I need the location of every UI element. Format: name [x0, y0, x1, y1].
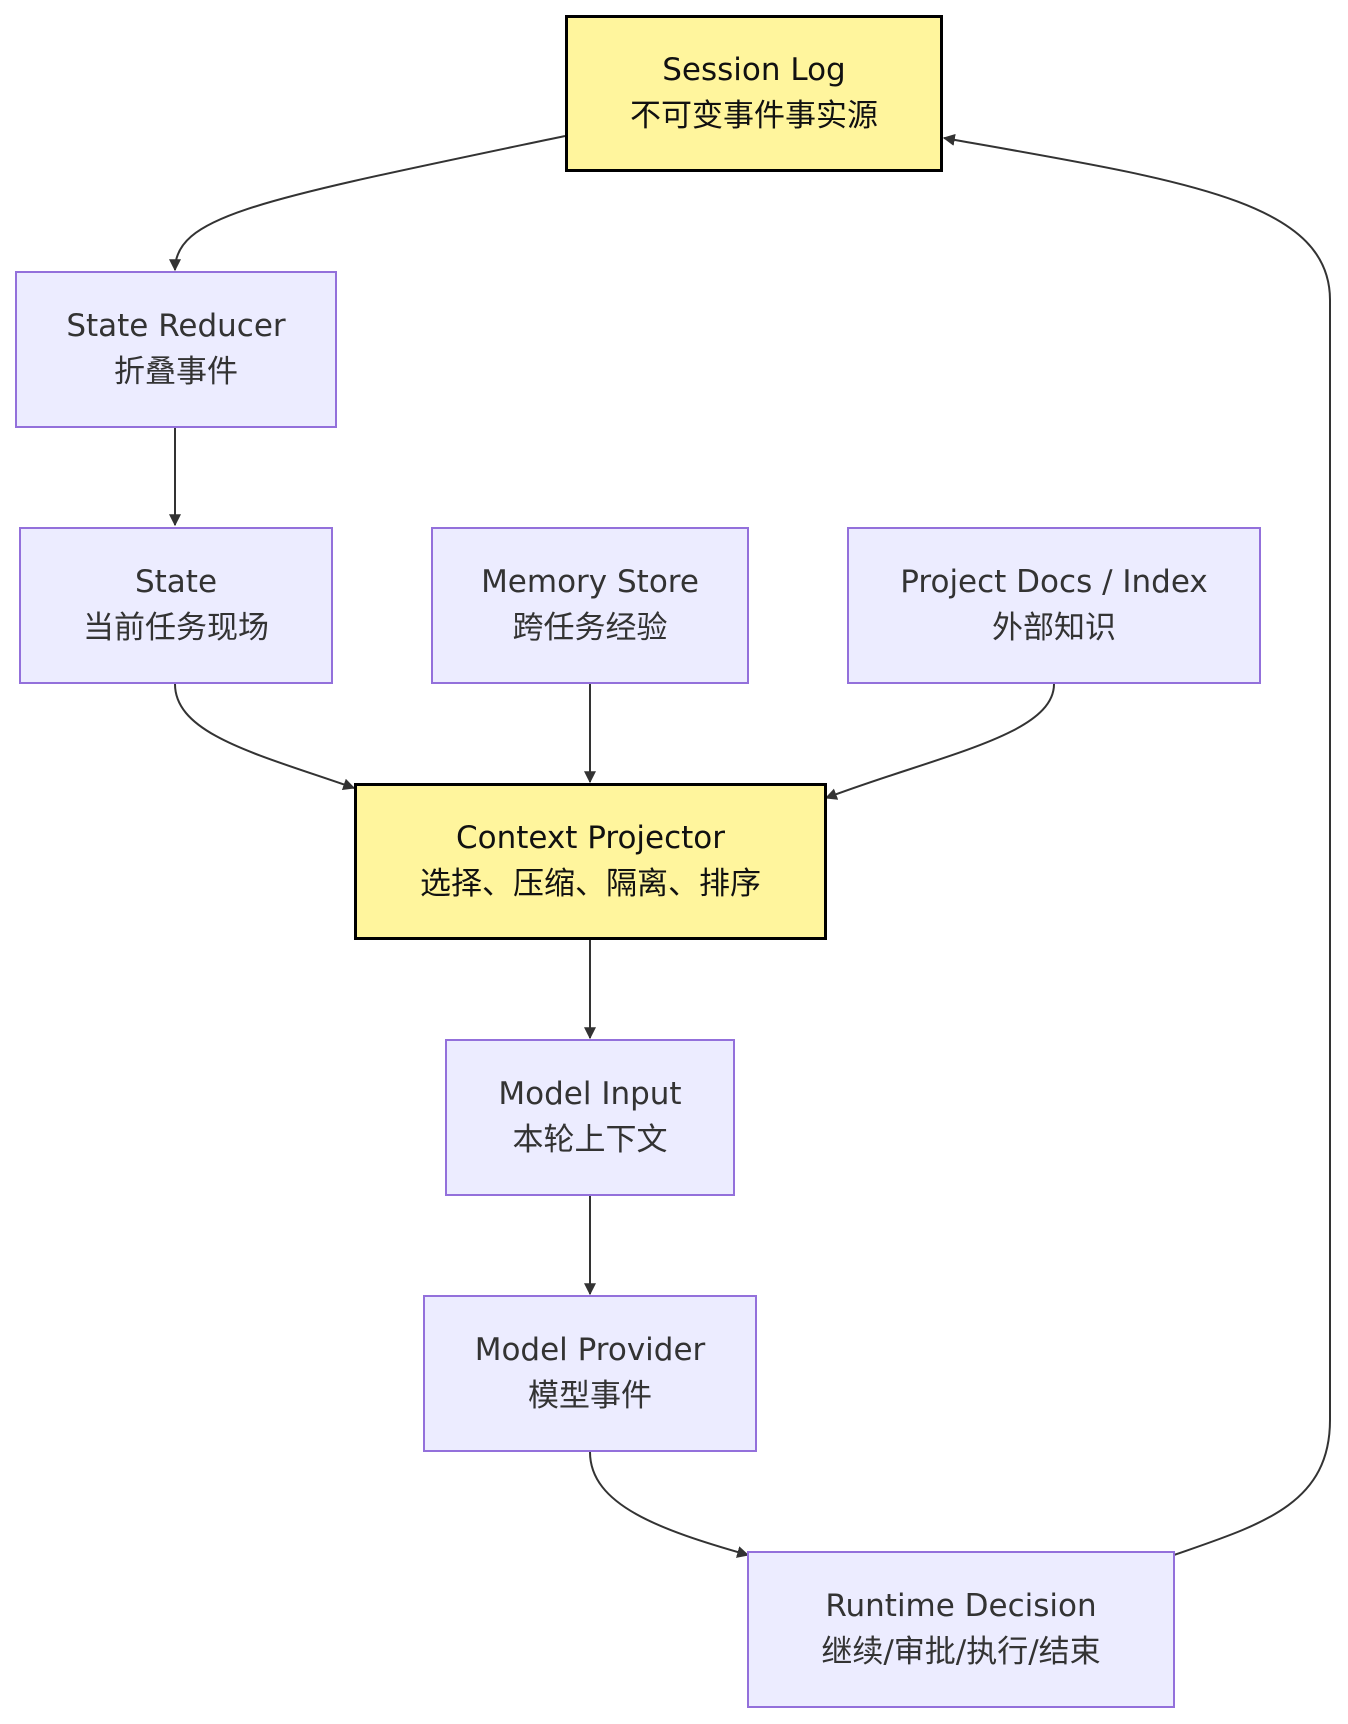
node-runtime-decision-title: Runtime Decision	[825, 1587, 1097, 1624]
node-memory-store-subtitle: 跨任务经验	[512, 609, 668, 646]
node-memory-store-title: Memory Store	[481, 563, 699, 600]
node-state-title: State	[134, 563, 218, 600]
node-context-projector-subtitle: 选择、压缩、隔离、排序	[420, 865, 761, 902]
node-context-projector: Context Projector 选择、压缩、隔离、排序	[354, 783, 827, 940]
node-model-input-subtitle: 本轮上下文	[512, 1121, 668, 1158]
node-project-docs: Project Docs / Index 外部知识	[847, 527, 1261, 684]
node-session-log: Session Log 不可变事件事实源	[565, 15, 943, 172]
edge-state-to-context-projector	[174, 683, 356, 791]
node-model-input-title: Model Input	[498, 1075, 682, 1112]
node-model-input: Model Input 本轮上下文	[445, 1039, 735, 1196]
node-runtime-decision: Runtime Decision 继续/审批/执行/结束	[747, 1551, 1175, 1708]
node-project-docs-title: Project Docs / Index	[900, 563, 1208, 600]
edge-runtime-decision-to-session-log	[942, 133, 1331, 1556]
node-session-log-title: Session Log	[662, 51, 846, 88]
node-project-docs-subtitle: 外部知识	[992, 609, 1116, 646]
node-model-provider-title: Model Provider	[474, 1331, 706, 1368]
node-model-provider: Model Provider 模型事件	[423, 1295, 757, 1452]
edge-project-docs-to-context-projector	[824, 683, 1055, 800]
node-session-log-subtitle: 不可变事件事实源	[630, 97, 878, 134]
node-runtime-decision-subtitle: 继续/审批/执行/结束	[821, 1633, 1101, 1670]
edge-session-log-to-state-reducer	[169, 135, 566, 272]
node-state-subtitle: 当前任务现场	[83, 609, 269, 646]
node-state-reducer: State Reducer 折叠事件	[15, 271, 337, 428]
node-state: State 当前任务现场	[19, 527, 333, 684]
node-model-provider-subtitle: 模型事件	[528, 1377, 652, 1414]
node-context-projector-title: Context Projector	[455, 819, 726, 856]
edge-model-provider-to-runtime-decision	[589, 1451, 750, 1558]
node-state-reducer-title: State Reducer	[66, 307, 286, 344]
node-memory-store: Memory Store 跨任务经验	[431, 527, 749, 684]
node-state-reducer-subtitle: 折叠事件	[114, 353, 238, 390]
